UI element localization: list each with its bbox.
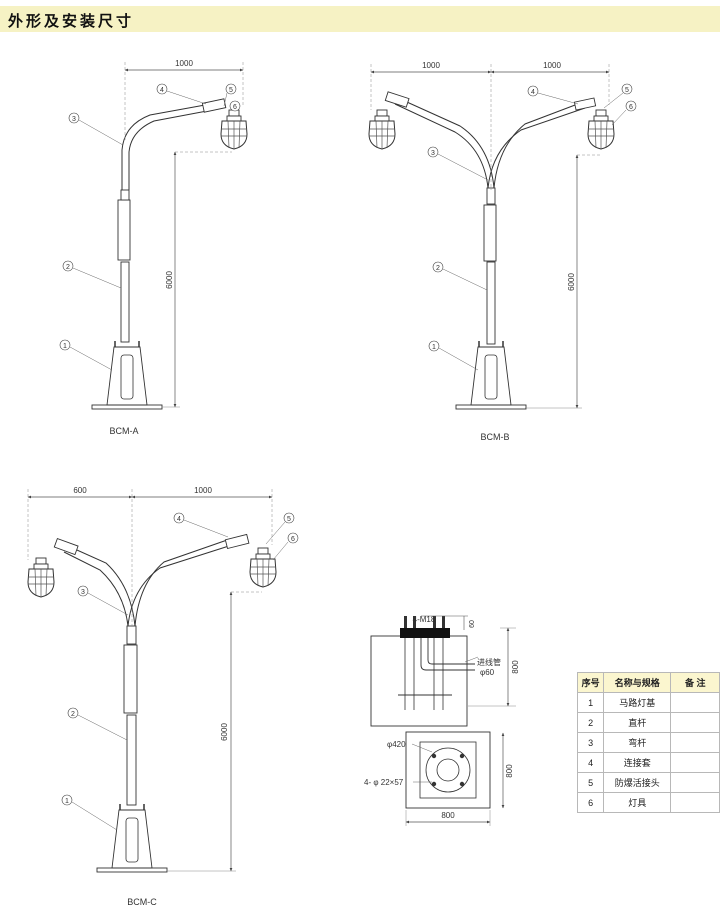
table-header-name: 名称与规格 xyxy=(603,672,672,693)
bcm-c-callout-6: 6 xyxy=(291,536,295,543)
table-row: 4 连接套 xyxy=(576,752,720,773)
bcm-a-label: BCM-A xyxy=(110,426,139,436)
bcm-b-callout-1: 1 xyxy=(432,344,436,351)
row-name: 马路灯基 xyxy=(603,692,672,713)
foundation-bolt-top-dim: 60 xyxy=(469,620,476,628)
bcm-c-callout-2: 2 xyxy=(71,711,75,718)
bcm-b-callout-5: 5 xyxy=(625,87,629,94)
foundation-width-dim: 800 xyxy=(441,811,455,820)
bcm-c-arm-right-dim: 1000 xyxy=(194,486,212,495)
table-row: 3 弯杆 xyxy=(576,732,720,753)
section-header: 外形及安装尺寸 xyxy=(0,6,720,32)
table-row: 2 直杆 xyxy=(576,712,720,733)
bcm-a-callout-5: 5 xyxy=(229,87,233,94)
foundation-circle-dia: φ420 xyxy=(387,740,406,749)
row-no: 1 xyxy=(576,692,605,713)
bcm-b-callout-3: 3 xyxy=(431,150,435,157)
bcm-c-label: BCM-C xyxy=(127,897,157,907)
foundation-depth-dim: 800 xyxy=(511,660,520,674)
parts-table: 序号 名称与规格 备 注 1 马路灯基 2 直杆 3 弯杆 4 连接套 5 防爆… xyxy=(576,672,720,813)
row-note xyxy=(670,692,720,713)
row-name: 灯具 xyxy=(603,792,672,813)
bcm-c-callout-1: 1 xyxy=(65,798,69,805)
table-row: 6 灯具 xyxy=(576,792,720,813)
foundation-plan-side-dim: 800 xyxy=(505,764,514,778)
row-no: 3 xyxy=(576,732,605,753)
bcm-b-drawing: 1000 1000 6000 3 4 5 6 2 1 BCM-B xyxy=(368,61,637,442)
bcm-a-callout-6: 6 xyxy=(233,104,237,111)
bcm-c-callout-3: 3 xyxy=(81,589,85,596)
foundation-conduit-label: 进线管 xyxy=(477,657,501,667)
bcm-c-height-dim: 6000 xyxy=(220,723,229,741)
bcm-a-callout-2: 2 xyxy=(66,264,70,271)
row-note xyxy=(670,792,720,813)
bcm-c-callout-4: 4 xyxy=(177,516,181,523)
row-no: 5 xyxy=(576,772,605,793)
foundation-plan-view: φ420 4- φ 22×57 800 800 xyxy=(364,731,514,826)
table-header-row: 序号 名称与规格 备 注 xyxy=(576,672,720,693)
bcm-b-callout-2: 2 xyxy=(436,265,440,272)
table-header-note: 备 注 xyxy=(670,672,720,693)
table-row: 5 防爆活接头 xyxy=(576,772,720,793)
row-note xyxy=(670,732,720,753)
foundation-section-view: 4-M18 60 进线管 φ60 800 xyxy=(370,615,520,727)
bcm-a-drawing: 1000 6000 3 4 5 6 2 1 BCM-A xyxy=(59,59,248,436)
row-note xyxy=(670,772,720,793)
bcm-b-callout-6: 6 xyxy=(629,104,633,111)
foundation-conduit-dia: φ60 xyxy=(480,668,495,677)
bcm-b-height-dim: 6000 xyxy=(567,273,576,291)
row-name: 连接套 xyxy=(603,752,672,773)
bcm-b-label: BCM-B xyxy=(481,432,510,442)
table-header-no: 序号 xyxy=(576,672,605,693)
section-title: 外形及安装尺寸 xyxy=(8,13,135,30)
row-note xyxy=(670,752,720,773)
row-name: 弯杆 xyxy=(603,732,672,753)
bcm-a-arm-dim: 1000 xyxy=(175,59,193,68)
bcm-a-callout-4: 4 xyxy=(160,87,164,94)
row-no: 2 xyxy=(576,712,605,733)
row-name: 防爆活接头 xyxy=(603,772,672,793)
bcm-c-arm-left-dim: 600 xyxy=(73,486,87,495)
bcm-a-callout-1: 1 xyxy=(63,343,67,350)
bcm-a-callout-3: 3 xyxy=(72,116,76,123)
bcm-c-drawing: 600 1000 6000 3 4 5 6 2 1 BCM-C xyxy=(27,486,299,907)
foundation-bolts-label: 4-M18 xyxy=(413,615,436,624)
row-no: 6 xyxy=(576,792,605,813)
bcm-c-callout-5: 5 xyxy=(287,516,291,523)
bcm-a-height-dim: 6000 xyxy=(165,271,174,289)
row-no: 4 xyxy=(576,752,605,773)
row-name: 直杆 xyxy=(603,712,672,733)
bcm-b-arm-right-dim: 1000 xyxy=(543,61,561,70)
bcm-b-callout-4: 4 xyxy=(531,89,535,96)
foundation-holes-label: 4- φ 22×57 xyxy=(364,778,404,787)
row-note xyxy=(670,712,720,733)
table-row: 1 马路灯基 xyxy=(576,692,720,713)
bcm-b-arm-left-dim: 1000 xyxy=(422,61,440,70)
